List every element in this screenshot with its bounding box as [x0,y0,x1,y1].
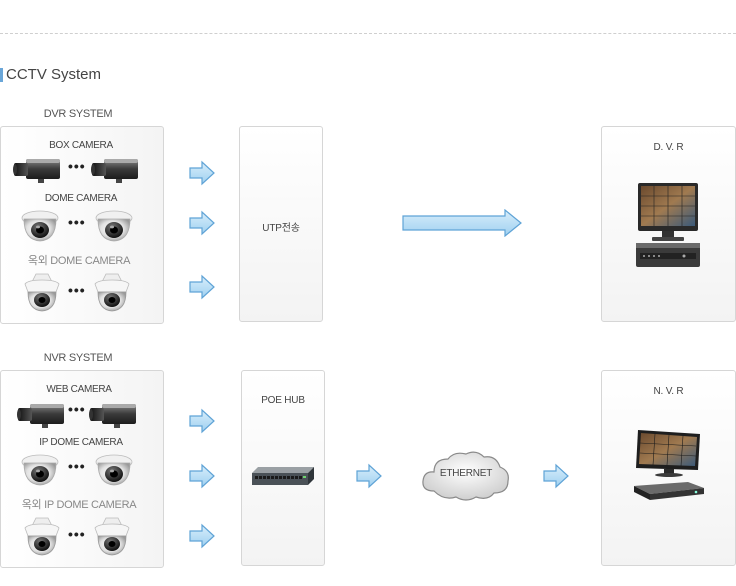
utp-panel [239,126,323,322]
ellipsis-icon: ••• [68,158,86,174]
box-camera-icon [88,400,140,430]
dome-camera-icon [20,452,60,488]
nvr-label: N. V. R [653,386,684,397]
dvr-system-label: DVR SYSTEM [43,108,113,120]
outdoor-dome-camera-icon [22,514,62,558]
cloud-icon [422,451,509,501]
ellipsis-icon: ••• [68,401,86,417]
dome-camera-label: DOME CAMERA [44,193,118,204]
section-title: CCTV System [0,66,101,84]
box-camera-label: BOX CAMERA [49,140,113,151]
right-arrow-icon [189,463,215,489]
right-arrow-icon [189,408,215,434]
long-right-arrow-icon [402,209,522,237]
right-arrow-icon [189,523,215,549]
top-divider [0,33,736,34]
dome-camera-icon [20,208,60,244]
web-camera-label: WEB CAMERA [46,384,112,395]
box-camera-icon [90,155,142,185]
outdoor-dome-camera-icon [22,270,62,314]
outdoor-ip-dome-camera-label: 옥외 IP DOME CAMERA [21,499,137,511]
nvr-monitor-icon [634,430,704,500]
box-camera-icon [16,400,68,430]
ellipsis-icon: ••• [68,282,86,298]
outdoor-dome-camera-icon [92,514,132,558]
outdoor-dome-camera-label: 옥외 DOME CAMERA [27,255,131,267]
box-camera-icon [12,155,64,185]
ellipsis-icon: ••• [68,526,86,542]
ip-dome-camera-label: IP DOME CAMERA [39,437,123,448]
dvr-monitor-icon [636,183,700,267]
nvr-system-label: NVR SYSTEM [43,352,113,364]
dome-camera-icon [94,452,134,488]
right-arrow-icon [189,210,215,236]
right-arrow-icon [356,463,382,489]
right-arrow-icon [543,463,569,489]
right-arrow-icon [189,160,215,186]
dome-camera-icon [94,208,134,244]
dvr-label: D. V. R [653,142,684,153]
right-arrow-icon [189,274,215,300]
ellipsis-icon: ••• [68,458,86,474]
ellipsis-icon: ••• [68,214,86,230]
poe-switch-icon [252,467,314,485]
utp-label: UTP전송 [262,223,300,234]
ethernet-label: ETHERNET [439,468,493,479]
poe-hub-label: POE HUB [261,395,305,406]
outdoor-dome-camera-icon [92,270,132,314]
